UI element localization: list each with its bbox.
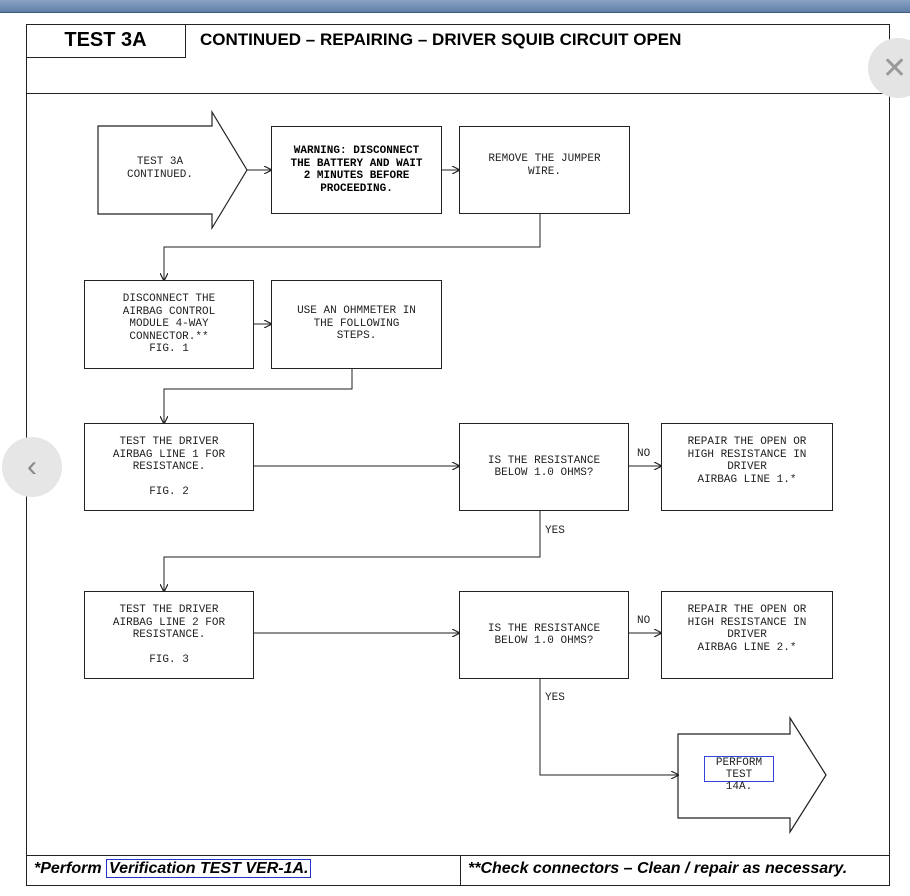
start-arrow-shape: [97, 109, 248, 231]
footer-separator: [460, 855, 461, 886]
test-line1-text: TEST THE DRIVER AIRBAG LINE 1 FOR RESIST…: [112, 436, 226, 473]
yes-label-2: YES: [545, 692, 565, 704]
footer-right-note: **Check connectors – Clean / repair as n…: [468, 860, 848, 877]
footer-left-note: *Perform Verification TEST VER-1A.: [34, 859, 312, 878]
question2-box: IS THE RESISTANCE BELOW 1.0 OHMS?: [459, 591, 629, 679]
test-line2-text: TEST THE DRIVER AIRBAG LINE 2 FOR RESIST…: [112, 604, 226, 641]
previous-page-button[interactable]: ‹: [2, 437, 62, 497]
chevron-left-icon: ‹: [27, 450, 37, 483]
footer-left-prefix: *Perform: [34, 860, 107, 877]
repair1-box: REPAIR THE OPEN OR HIGH RESISTANCE IN DR…: [661, 423, 833, 511]
test-label: TEST 3A: [26, 24, 186, 58]
ohmmeter-box: USE AN OHMMETER IN THE FOLLOWING STEPS.: [271, 280, 442, 369]
fig3-label: FIG. 3: [149, 653, 189, 666]
repair2-box: REPAIR THE OPEN OR HIGH RESISTANCE IN DR…: [661, 591, 833, 679]
disconnect-connector-box: DISCONNECT THE AIRBAG CONTROL MODULE 4-W…: [84, 280, 254, 369]
test-line1-box: TEST THE DRIVER AIRBAG LINE 1 FOR RESIST…: [84, 423, 254, 511]
page-title: CONTINUED – REPAIRING – DRIVER SQUIB CIR…: [200, 30, 682, 49]
fig2-label: FIG. 2: [149, 485, 189, 498]
remove-jumper-box: REMOVE THE JUMPER WIRE.: [459, 126, 630, 214]
header-divider: [26, 93, 890, 94]
no-label-1: NO: [637, 448, 651, 460]
window-top-bar: [0, 0, 910, 13]
close-icon: ✕: [882, 51, 908, 85]
test-line2-box: TEST THE DRIVER AIRBAG LINE 2 FOR RESIST…: [84, 591, 254, 679]
footer-divider: [26, 855, 890, 856]
no-label-2: NO: [637, 615, 651, 627]
verification-test-link[interactable]: Verification TEST VER-1A.: [106, 859, 312, 878]
start-node-label: TEST 3A CONTINUED.: [126, 156, 193, 181]
close-button[interactable]: ✕: [868, 38, 910, 98]
perform-arrow-shape: [677, 715, 827, 835]
question1-box: IS THE RESISTANCE BELOW 1.0 OHMS?: [459, 423, 629, 511]
warning-box: WARNING: DISCONNECT THE BATTERY AND WAIT…: [271, 126, 442, 214]
yes-label-1: YES: [545, 525, 565, 537]
perform-test-link[interactable]: PERFORM TEST 14A.: [704, 756, 774, 793]
